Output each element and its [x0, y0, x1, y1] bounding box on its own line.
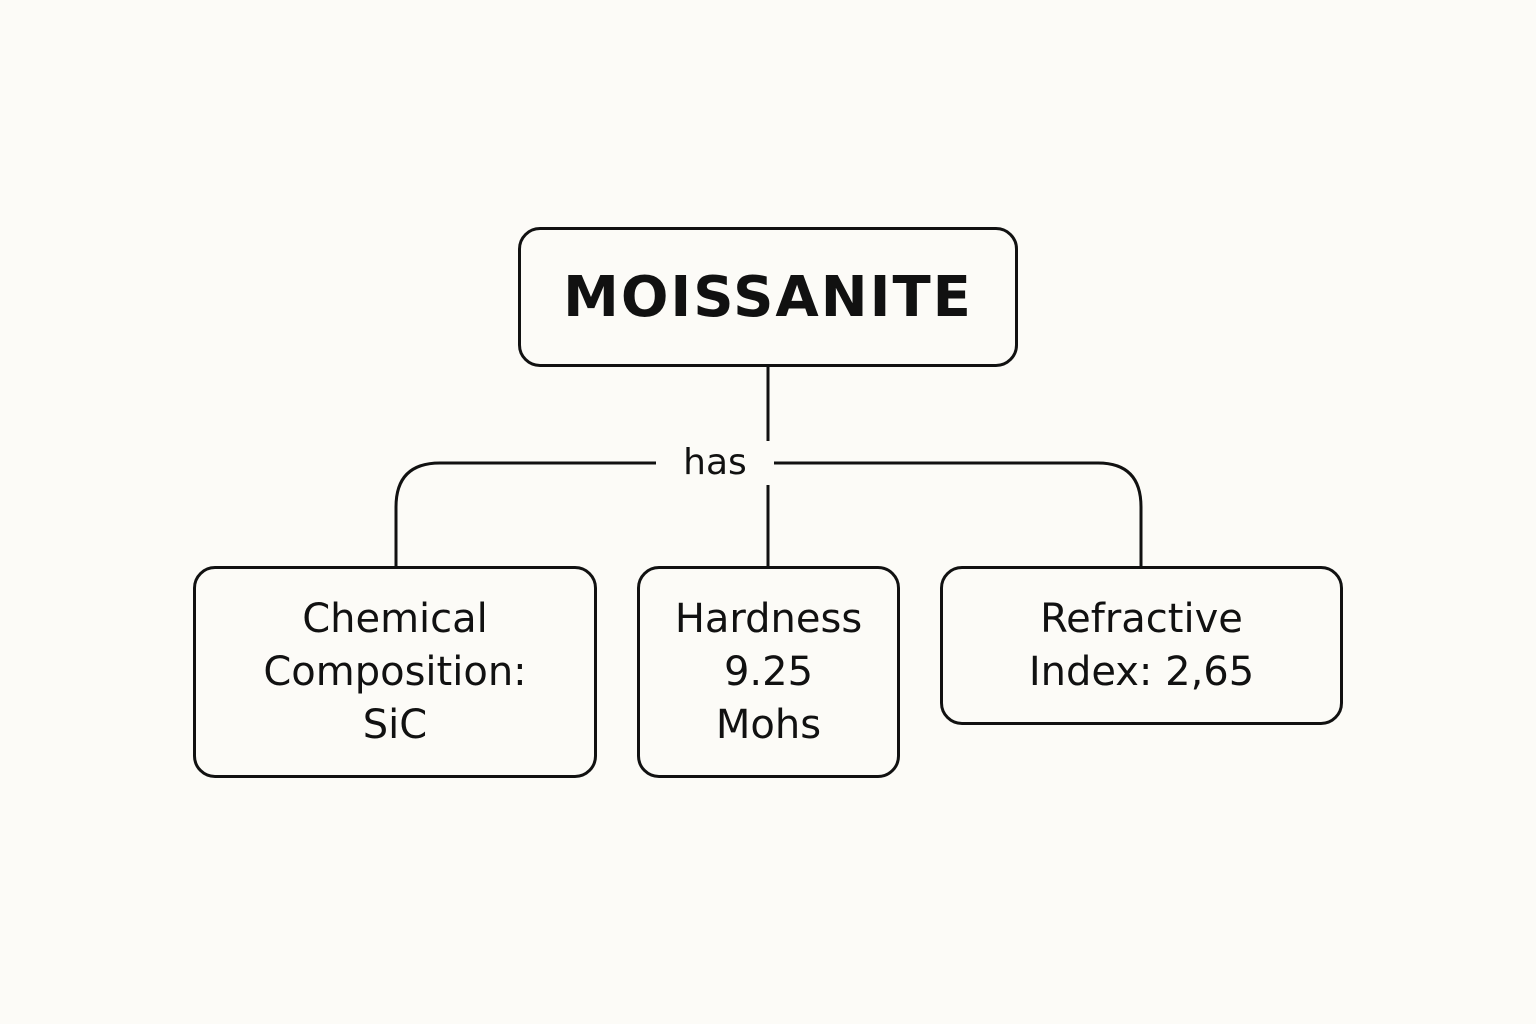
root-node-label: MOISSANITE: [563, 264, 973, 330]
connector-to-refractive-index: [1097, 461, 1143, 566]
node-text-line: Chemical: [302, 595, 488, 642]
node-text-line: Composition:: [263, 648, 527, 695]
node-text-line: SiC: [362, 701, 428, 748]
root-node-moissanite: MOISSANITE: [518, 227, 1018, 367]
edge-label-has: has: [656, 441, 774, 485]
node-hardness: Hardness 9.25 Mohs: [637, 566, 900, 778]
node-text-line: Index: 2,65: [1028, 648, 1255, 695]
node-text-line: 9.25: [723, 648, 814, 695]
node-text-line: Mohs: [715, 701, 822, 748]
node-refractive-index: Refractive Index: 2,65: [940, 566, 1343, 725]
node-text-line: Refractive: [1040, 595, 1243, 642]
node-text-line: Hardness: [674, 595, 863, 642]
node-chemical-composition: Chemical Composition: SiC: [193, 566, 597, 778]
connector-to-chemical-composition: [394, 461, 441, 566]
